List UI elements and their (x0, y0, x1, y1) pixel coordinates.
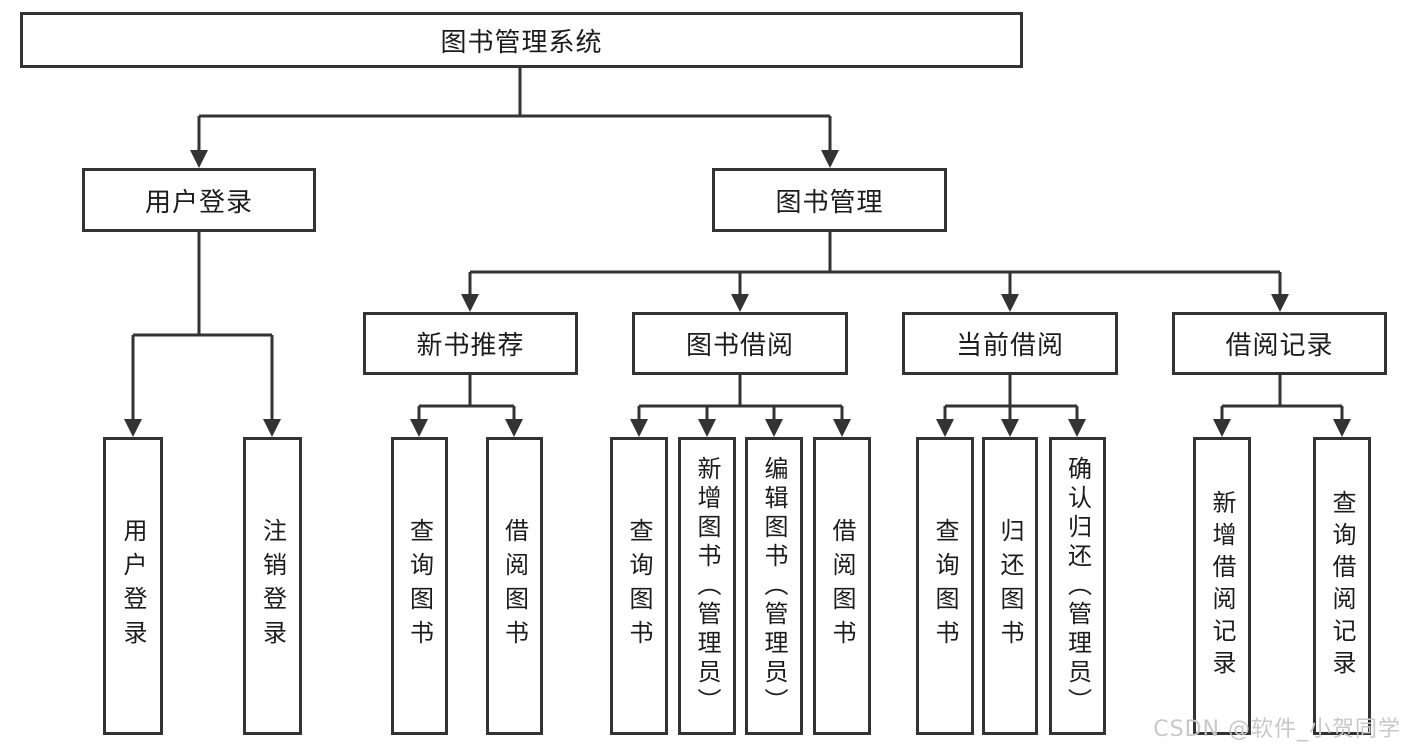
leaf-confirm-return-admin-label: 确认归还（管理员） (1063, 455, 1092, 717)
leaf-borrow-books-label: 借阅图书 (828, 518, 856, 654)
leaf-add-borrow-record: 新增借阅记录 (1193, 437, 1251, 735)
leaf-recommend-query-books: 查询图书 (391, 437, 448, 735)
leaf-user-login: 用户登录 (103, 437, 163, 735)
leaf-current-query-books-label: 查询图书 (931, 518, 959, 654)
leaf-recommend-borrow-books-label: 借阅图书 (500, 518, 529, 654)
leaf-return-books: 归还图书 (982, 437, 1038, 735)
node-new-book-recommend: 新书推荐 (363, 312, 578, 375)
node-root-system: 图书管理系统 (20, 12, 1023, 68)
leaf-borrow-query-books: 查询图书 (610, 437, 668, 735)
leaf-logout-login-label: 注销登录 (258, 518, 287, 654)
node-book-management: 图书管理 (712, 168, 947, 232)
node-borrow-records: 借阅记录 (1172, 312, 1387, 375)
node-current-borrow: 当前借阅 (902, 312, 1118, 375)
leaf-recommend-borrow-books: 借阅图书 (486, 437, 543, 735)
node-user-login: 用户登录 (82, 168, 316, 232)
leaf-current-query-books: 查询图书 (916, 437, 974, 735)
leaf-query-borrow-record-label: 查询借阅记录 (1328, 490, 1356, 682)
leaf-borrow-books: 借阅图书 (813, 437, 871, 735)
leaf-add-books-admin: 新增图书（管理员） (678, 437, 736, 735)
leaf-confirm-return-admin: 确认归还（管理员） (1049, 437, 1106, 735)
leaf-add-borrow-record-label: 新增借阅记录 (1208, 490, 1236, 682)
leaf-borrow-query-books-label: 查询图书 (625, 518, 653, 654)
leaf-add-books-admin-label: 新增图书（管理员） (693, 455, 721, 717)
leaf-edit-books-admin-label: 编辑图书（管理员） (760, 455, 788, 717)
leaf-user-login-label: 用户登录 (119, 518, 147, 654)
node-book-borrow: 图书借阅 (632, 312, 848, 375)
csdn-watermark: CSDN @软件_小贺同学 (1153, 717, 1401, 742)
leaf-recommend-query-books-label: 查询图书 (405, 518, 434, 654)
leaf-query-borrow-record: 查询借阅记录 (1313, 437, 1371, 735)
leaf-logout-login: 注销登录 (243, 437, 302, 735)
leaf-edit-books-admin: 编辑图书（管理员） (745, 437, 803, 735)
leaf-return-books-label: 归还图书 (996, 518, 1024, 654)
